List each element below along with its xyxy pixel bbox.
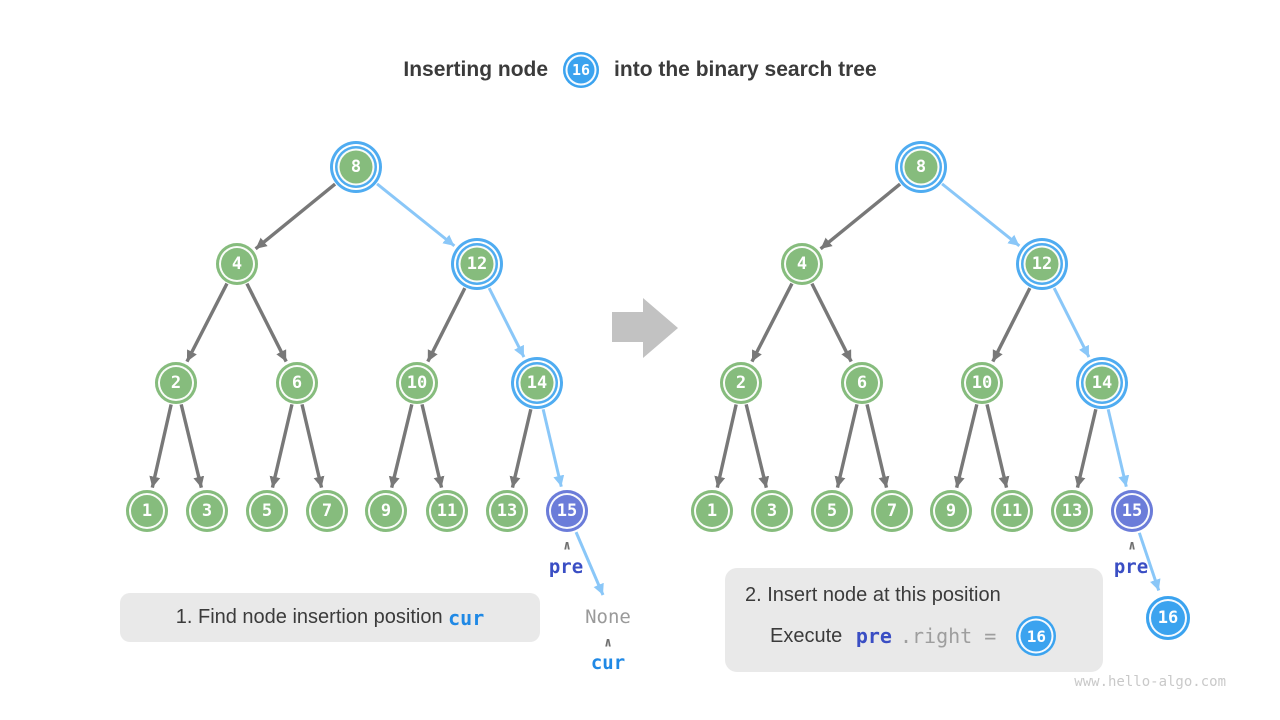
tree-before-node-11: 11 [426,490,468,532]
tree-after-node-8: 8 [900,146,942,188]
tree-after-edge-10-9 [953,403,979,489]
tree-after-node-2: 2 [720,362,762,404]
tree-after-edge-10-11 [985,404,1010,489]
caption-step2-right-code: .right = [899,624,1009,648]
title-node-16: 16 [563,52,600,88]
watermark: www.hello-algo.com [1074,674,1226,690]
caption-step2-line1: 2. Insert node at this position [745,584,1103,607]
tree-before-node-14: 14 [516,362,558,404]
tree-before-node-2: 2 [155,362,197,404]
tree-before-edge-14-15 [541,408,565,488]
tree-before-edge-15-point [574,531,605,596]
tree-after-node-1: 1 [691,490,733,532]
caption-step2-line2: Execute pre .right = 16 [770,616,1103,656]
tree-before-edge-10-9 [388,403,414,489]
tree-before-caret-under-none: ∧ [604,635,612,651]
tree-before-caret-under-15: ∧ [563,538,571,554]
tree-after-pre-pointer-label: pre [1113,556,1149,578]
caption-step1-text: 1. Find node insertion position [175,606,449,628]
tree-after-node-5: 5 [811,490,853,532]
tree-before-edge-14-13 [509,408,533,489]
tree-after-node-10: 10 [961,362,1003,404]
tree-before-edge-12-14 [487,287,526,358]
tree-before-node-3: 3 [186,490,228,532]
tree-after-node-11: 11 [991,490,1033,532]
tree-after-node-13: 13 [1051,490,1093,532]
tree-before-edge-2-1 [149,404,173,488]
tree-after-edge-6-5 [834,404,859,489]
tree-after-node-12: 12 [1021,243,1063,285]
tree-before-node-1: 1 [126,490,168,532]
tree-after-node-15: 15 [1111,490,1153,532]
tree-before-node-15: 15 [546,490,588,532]
tree-before-pre-pointer-label: pre [548,556,584,578]
tree-after-edge-2-1 [714,404,738,488]
tree-before-node-5: 5 [246,490,288,532]
tree-after-node-6: 6 [841,362,883,404]
tree-before-node-4: 4 [216,243,258,285]
transition-arrow-icon [612,298,678,358]
tree-before-edge-12-10 [426,287,467,363]
tree-before-edge-4-6 [245,282,288,363]
caption-step2-line1-text: 2. Insert node at this position [745,584,1001,606]
tree-before-edge-6-5 [269,404,294,489]
tree-before-edge-8-12 [376,182,456,248]
caption-step1: 1. Find node insertion position cur [120,593,540,642]
tree-after-edge-12-10 [991,287,1032,363]
tree-before-edge-6-7 [300,404,325,489]
tree-before-node-10: 10 [396,362,438,404]
tree-before-edge-8-4 [254,182,337,251]
tree-after-edge-15-16 [1137,532,1161,591]
tree-after-edge-12-14 [1052,287,1091,358]
tree-before-node-12: 12 [456,243,498,285]
tree-before-edge-2-3 [179,403,205,489]
tree-after-edge-4-6 [810,282,853,363]
tree-after-node-16: 16 [1146,596,1190,640]
tree-after-node-7: 7 [871,490,913,532]
caption-step2-node-16: 16 [1016,616,1057,656]
tree-after-node-3: 3 [751,490,793,532]
title-suffix: into the binary search tree [614,58,877,81]
tree-before-edge-4-2 [185,282,229,363]
tree-before-edge-10-11 [420,404,445,489]
caption-step2: 2. Insert node at this position Execute … [725,568,1103,672]
tree-after-edge-6-7 [865,404,890,489]
tree-before-node-8: 8 [335,146,377,188]
tree-before-node-7: 7 [306,490,348,532]
title-prefix: Inserting node [403,58,549,81]
tree-before-node-13: 13 [486,490,528,532]
tree-after-edge-8-4 [819,182,902,251]
tree-after-edge-4-2 [750,282,794,363]
tree-after-edge-8-12 [941,182,1021,248]
tree-before-cur-pointer-label: cur [590,652,626,674]
tree-before-node-9: 9 [365,490,407,532]
caption-step1-cur-code: cur [448,605,485,630]
tree-after-node-9: 9 [930,490,972,532]
tree-after-edge-2-3 [744,403,770,489]
tree-after-edge-14-15 [1106,408,1130,488]
tree-after-node-4: 4 [781,243,823,285]
tree-after-caret-under-15: ∧ [1128,538,1136,554]
caption-step2-execute-text: Execute [770,624,848,647]
tree-after-edge-14-13 [1074,408,1098,489]
tree-before-none-label: None [585,606,631,628]
page-title: Inserting node 16 into the binary search… [0,52,1280,88]
caption-step2-pre-code: pre [855,624,892,648]
tree-before-node-6: 6 [276,362,318,404]
tree-after-node-14: 14 [1081,362,1123,404]
